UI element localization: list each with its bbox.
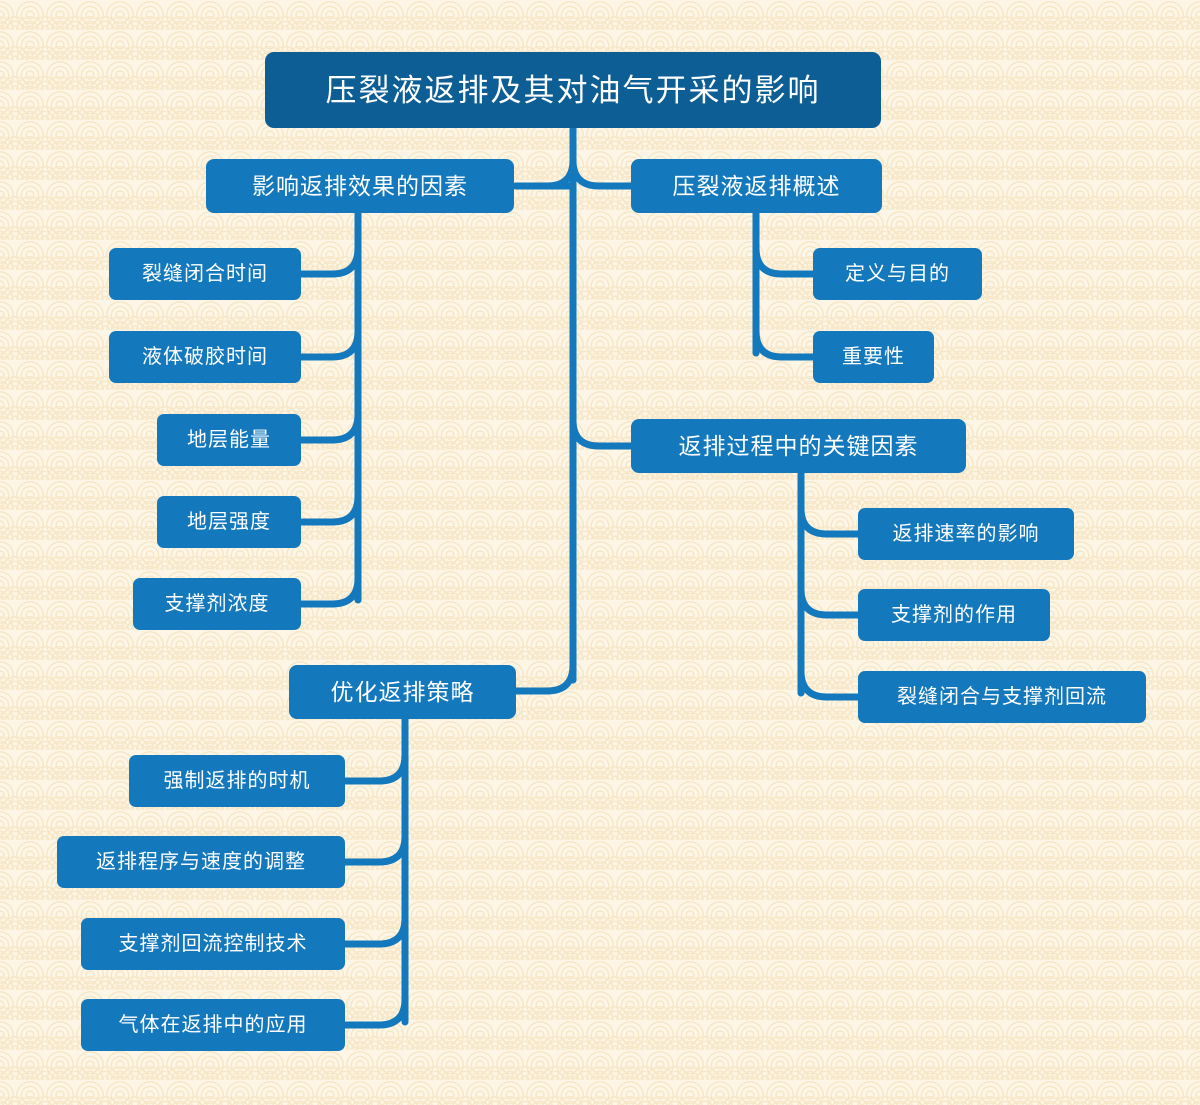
edge-factors-to-c5 <box>297 574 362 608</box>
edge-factors-to-c2 <box>297 327 362 361</box>
edge-strategy-to-c3 <box>341 914 409 948</box>
edge-keyfactors-to-c3 <box>797 667 862 701</box>
edge-factors-to-c4 <box>297 492 362 526</box>
edge-root-to-keyfactors <box>569 416 635 450</box>
edge-root-to-factors-curve <box>512 156 577 190</box>
node-leaf-proppant-flowback-control[interactable]: 支撑剂回流控制技术 <box>81 918 345 970</box>
edge-root-to-overview <box>569 156 635 190</box>
node-leaf-formation-energy[interactable]: 地层能量 <box>157 414 301 466</box>
node-branch-overview[interactable]: 压裂液返排概述 <box>631 159 882 213</box>
node-branch-key-factors[interactable]: 返排过程中的关键因素 <box>631 419 966 473</box>
node-root[interactable]: 压裂液返排及其对油气开采的影响 <box>265 52 881 128</box>
edge-strategy-to-c4 <box>341 995 409 1029</box>
node-leaf-fracture-closure-time[interactable]: 裂缝闭合时间 <box>109 248 301 300</box>
node-leaf-flowback-rate-effect[interactable]: 返排速率的影响 <box>858 508 1074 560</box>
edge-strategy-to-c2 <box>341 832 409 866</box>
node-leaf-proppant-role[interactable]: 支撑剂的作用 <box>858 589 1050 641</box>
node-leaf-definition-purpose[interactable]: 定义与目的 <box>813 248 982 300</box>
node-branch-strategy[interactable]: 优化返排策略 <box>289 665 516 719</box>
edge-factors-to-c1 <box>297 244 362 278</box>
edge-keyfactors-to-c1 <box>797 504 862 538</box>
node-leaf-gel-breaking-time[interactable]: 液体破胶时间 <box>109 331 301 383</box>
edge-strategy-to-c1 <box>341 751 409 785</box>
node-leaf-importance[interactable]: 重要性 <box>813 331 934 383</box>
edge-overview-to-c1 <box>752 244 817 278</box>
edge-overview-to-c2 <box>752 327 817 361</box>
node-leaf-closure-and-proppant-flowback[interactable]: 裂缝闭合与支撑剂回流 <box>858 671 1146 723</box>
edge-root-to-strategy <box>512 661 577 695</box>
node-leaf-forced-flowback-timing[interactable]: 强制返排的时机 <box>129 755 345 807</box>
edge-factors-to-c3 <box>297 410 362 444</box>
node-leaf-procedure-rate-adjustment[interactable]: 返排程序与速度的调整 <box>57 836 345 888</box>
edge-keyfactors-to-c2 <box>797 585 862 619</box>
node-leaf-proppant-concentration[interactable]: 支撑剂浓度 <box>133 578 301 630</box>
node-leaf-formation-strength[interactable]: 地层强度 <box>157 496 301 548</box>
node-branch-factors[interactable]: 影响返排效果的因素 <box>206 159 514 213</box>
node-leaf-gas-assisted-flowback[interactable]: 气体在返排中的应用 <box>81 999 345 1051</box>
